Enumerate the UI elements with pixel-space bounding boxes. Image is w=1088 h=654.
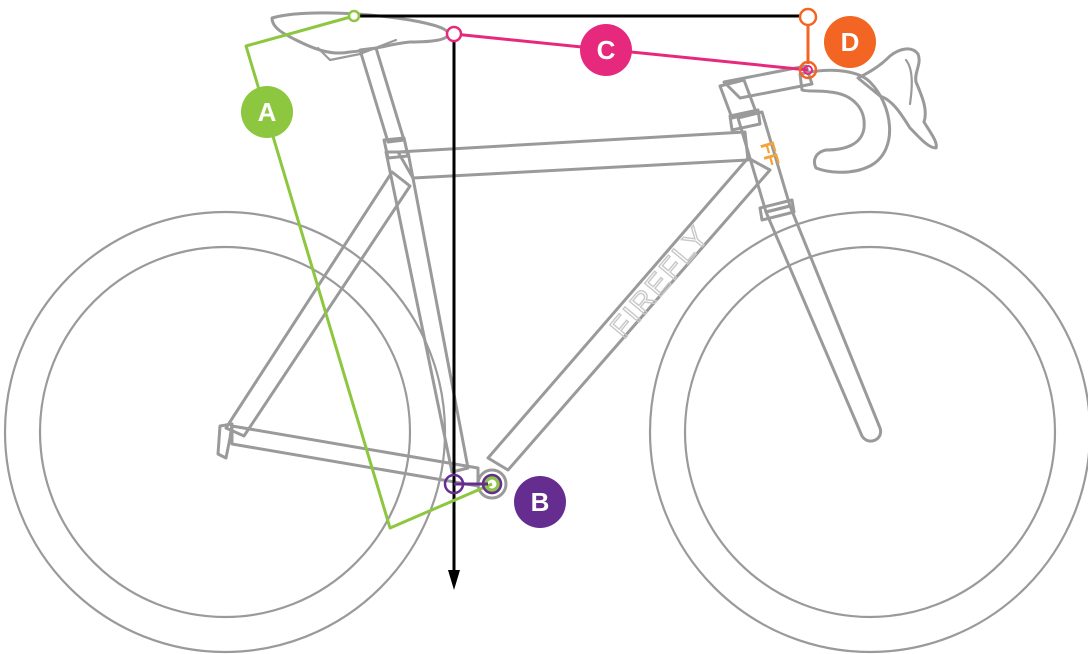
measurement-d: D [798, 7, 876, 80]
stem [722, 64, 814, 100]
rear-dropout [216, 422, 234, 460]
top-tube [396, 130, 750, 180]
saddle-rails [316, 38, 398, 62]
measurement-b-plumb-point [443, 473, 465, 495]
measurement-c: C [445, 24, 809, 76]
front-rim [683, 245, 1057, 619]
badge-a-label: A [258, 97, 277, 127]
handlebar [798, 47, 938, 174]
front-tire-outer [648, 210, 1088, 654]
rear-rim [38, 245, 412, 619]
badge-c-label: C [597, 35, 616, 65]
steerer [718, 78, 758, 120]
drop-bar [798, 68, 892, 174]
measurement-c-bar-point [803, 65, 813, 75]
seat-collar [382, 136, 410, 160]
brake-hood [856, 47, 938, 150]
badge-a [241, 86, 293, 138]
bike-frame [216, 46, 883, 500]
measurement-a-line [244, 14, 493, 530]
front-wheel [648, 210, 1088, 654]
measurement-a: A [241, 9, 500, 530]
fork-crown [758, 198, 796, 222]
reference-lines [354, 14, 808, 590]
rear-wheel [3, 210, 447, 654]
badge-b [514, 476, 566, 528]
rear-tire-outer [3, 210, 447, 654]
badge-b-label: B [531, 487, 550, 517]
measurement-a-saddle-point [347, 9, 361, 23]
seat-post [358, 46, 406, 144]
badge-d-label: D [841, 27, 860, 57]
measurement-c-saddle-point [445, 25, 463, 43]
seat-tube [384, 150, 470, 474]
measurement-b-bb-point [481, 473, 503, 495]
seat-stay [224, 170, 412, 438]
fork [764, 204, 883, 443]
headset-spacer [728, 108, 762, 132]
brand-logo-downtube: FIREFLY [604, 220, 716, 345]
plumb-arrow [448, 570, 460, 590]
badge-c [580, 24, 632, 76]
saddle [270, 11, 450, 62]
measurement-b: B [443, 473, 566, 528]
down-tube [486, 156, 772, 472]
badge-d [824, 16, 876, 68]
measurement-d-top-point [798, 7, 818, 27]
measurement-d-bar-point [798, 60, 818, 80]
brake-lever [904, 58, 913, 106]
